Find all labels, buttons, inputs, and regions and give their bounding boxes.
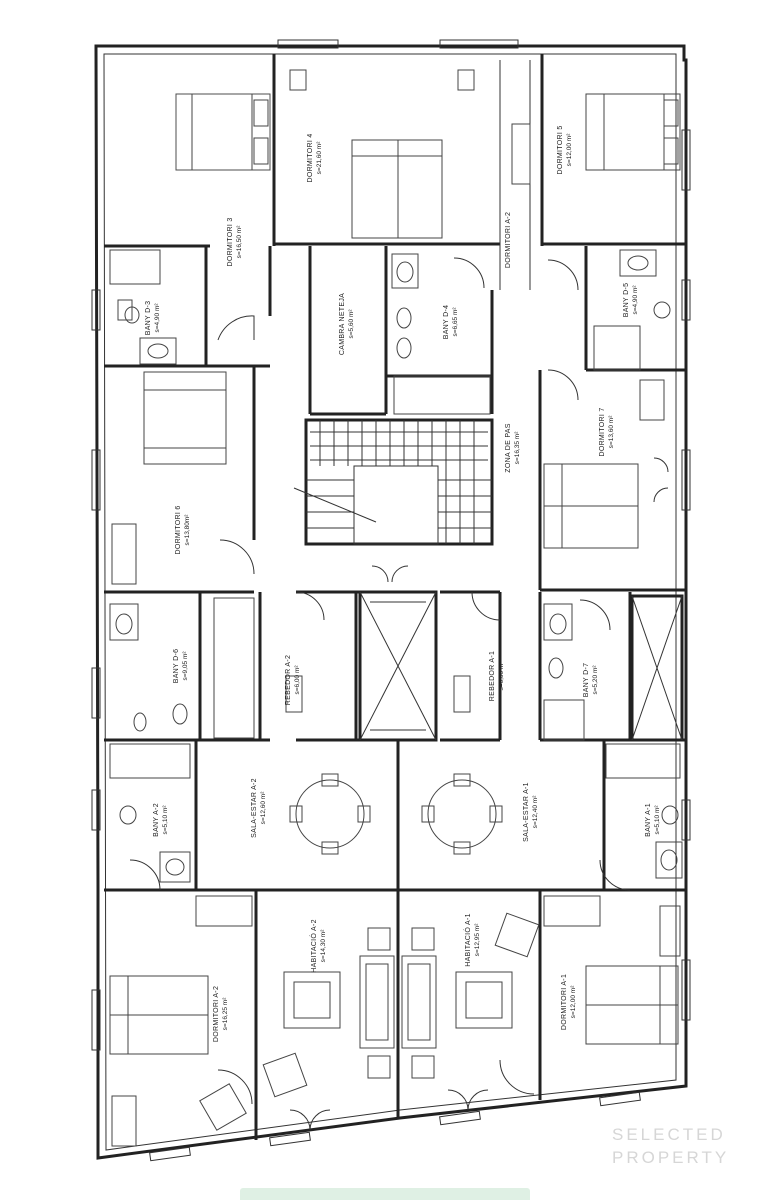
- label-sala-estar-a2: SALA-ESTAR A-2: [251, 778, 258, 838]
- lounge-furniture: [199, 912, 540, 1131]
- area-bany-d3: s=4,90 m²: [154, 303, 161, 333]
- area-bany-a2: s=5,10 m²: [162, 805, 169, 835]
- label-bany-d4: BANY D-4: [443, 305, 450, 340]
- area-cambra-neteja: s=5,60 m²: [348, 309, 355, 339]
- bathroom-fixtures: [109, 249, 683, 883]
- label-dormitori-6: DORMITORI 6: [175, 505, 182, 554]
- label-bany-d5: BANY D-5: [623, 283, 630, 318]
- staircase: [293, 418, 494, 546]
- label-rebedor-a2: REBEDOR A-2: [285, 655, 292, 705]
- watermark-line-2: PROPERTY: [612, 1148, 729, 1167]
- label-bany-a1: BANY A-1: [645, 803, 652, 837]
- area-dormitori-5: s=12,00 m²: [566, 133, 573, 167]
- lift-shafts: [358, 590, 684, 742]
- area-dormitori-6: s=13,80m²: [184, 514, 191, 546]
- area-dormitori-7: s=13,60 m²: [608, 415, 615, 449]
- interior-walls: [104, 54, 686, 1140]
- area-sala-estar-a1: s=12,40 m²: [532, 795, 539, 829]
- area-dormitori-a2: s=16,25 m²: [222, 997, 229, 1031]
- label-zona-de-pas: ZONA DE PAS: [505, 423, 512, 472]
- area-habitacio-a2: s=14,30 m²: [320, 929, 327, 963]
- area-bany-d7: s=5,20 m²: [592, 665, 599, 695]
- room-labels: DORMITORI 4 s=21,60 m² DORMITORI 5 s=12,…: [145, 125, 661, 1042]
- watermark-line-1: SELECTED: [612, 1125, 726, 1144]
- area-sala-estar-a2: s=12,60 m²: [260, 791, 267, 825]
- label-dormitori-3: DORMITORI 3: [227, 217, 234, 266]
- area-dormitori-4: s=21,60 m²: [316, 141, 323, 175]
- label-bany-d7: BANY D-7: [583, 663, 590, 698]
- label-dormitori-7: DORMITORI 7: [599, 407, 606, 456]
- label-habitacio-a2: HABITACIÓ A-2: [309, 919, 318, 973]
- area-dormitori-a1: s=12,00 m²: [570, 985, 577, 1019]
- label-dormitori-5: DORMITORI 5: [557, 125, 564, 174]
- area-rebedor-a1: s=6,00 m²: [498, 661, 505, 691]
- label-bany-d3: BANY D-3: [145, 301, 152, 336]
- label-bany-d6: BANY D-6: [173, 649, 180, 684]
- label-dormitori-a2: DORMITORI A-2: [213, 986, 220, 1042]
- label-sala-estar-a1: SALA-ESTAR A-1: [523, 782, 530, 842]
- label-habitacio-a1: HABITACIÓ A-1: [463, 913, 472, 967]
- label-dormitori-a1: DORMITORI A-1: [561, 974, 568, 1030]
- exterior-walls: [91, 39, 691, 1162]
- label-cambra-neteja: CAMBRA NETEJA: [339, 293, 346, 355]
- label-rebedor-a1: REBEDOR A-1: [489, 651, 496, 701]
- area-bany-d4: s=6,65 m²: [452, 307, 459, 337]
- watermark: SELECTED PROPERTY: [612, 1125, 729, 1167]
- label-dormitori-a2-top: DORMITORI A-2: [505, 212, 512, 268]
- area-habitacio-a1: s=12,95 m²: [474, 923, 481, 957]
- area-zona-de-pas: s=16,35 m²: [514, 431, 521, 465]
- label-bany-a2: BANY A-2: [153, 803, 160, 837]
- area-bany-a1: s=5,10 m²: [654, 805, 661, 835]
- area-dormitori-3: s=16,50 m²: [236, 225, 243, 259]
- area-bany-d5: s=4,90 m²: [632, 285, 639, 315]
- cabinets: [109, 123, 681, 1147]
- beds: [109, 69, 681, 1055]
- doors: [129, 257, 669, 1131]
- label-dormitori-4: DORMITORI 4: [307, 133, 314, 182]
- footer-bar: [240, 1188, 530, 1200]
- area-rebedor-a2: s=6,00 m²: [294, 665, 301, 695]
- area-bany-d6: s=9,05 m²: [182, 651, 189, 681]
- dining-sets: [289, 773, 503, 855]
